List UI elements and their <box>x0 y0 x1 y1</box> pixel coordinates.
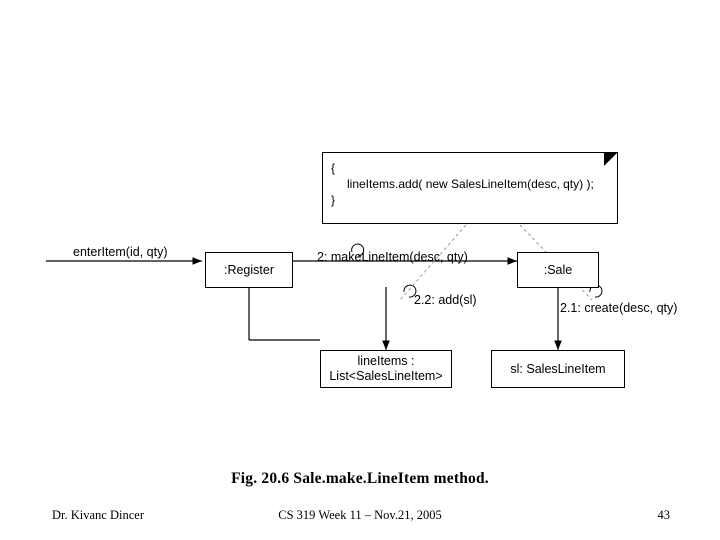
object-register: :Register <box>205 252 293 288</box>
object-sale-label: :Sale <box>543 262 573 277</box>
object-register-label: :Register <box>223 262 275 277</box>
message-label-2: 2: makeLineItem(desc, qty) <box>317 250 468 264</box>
slide-footer: Dr. Kivanc Dincer CS 319 Week 11 – Nov.2… <box>0 508 720 530</box>
note-line-2: lineItems.add( new SalesLineItem(desc, q… <box>347 177 594 192</box>
note-anchor-left <box>399 224 467 301</box>
message-label-2-1: 2.1: create(desc, qty) <box>560 301 678 315</box>
msg-arrow-21 <box>589 284 603 298</box>
message-label-2-2: 2.2: add(sl) <box>414 293 477 307</box>
msg-arrow-2 <box>351 243 365 257</box>
footer-author: Dr. Kivanc Dincer <box>52 508 144 522</box>
note-line-3: } <box>331 193 336 208</box>
uml-note: { lineItems.add( new SalesLineItem(desc,… <box>322 152 618 224</box>
message-label-entry: enterItem(id, qty) <box>73 245 168 259</box>
object-sales-line-item: sl: SalesLineItem <box>491 350 625 388</box>
note-corner-fold <box>604 152 618 166</box>
footer-course: CS 319 Week 11 – Nov.21, 2005 <box>278 508 442 522</box>
uml-communication-diagram: { lineItems.add( new SalesLineItem(desc,… <box>46 152 678 388</box>
figure-caption: Fig. 20.6 Sale.make.LineItem method. <box>231 470 489 487</box>
footer-page-number: 43 <box>657 508 671 522</box>
object-lineitems: lineItems : List<SalesLineItem> <box>320 350 452 388</box>
msg-arrow-22 <box>403 284 417 298</box>
object-sale: :Sale <box>517 252 599 288</box>
object-sl-label: sl: SalesLineItem <box>510 361 606 376</box>
object-lineitems-label-1: lineItems : <box>357 354 415 369</box>
note-line-1: { <box>331 161 336 175</box>
object-lineitems-label-2: List<SalesLineItem> <box>329 369 443 383</box>
